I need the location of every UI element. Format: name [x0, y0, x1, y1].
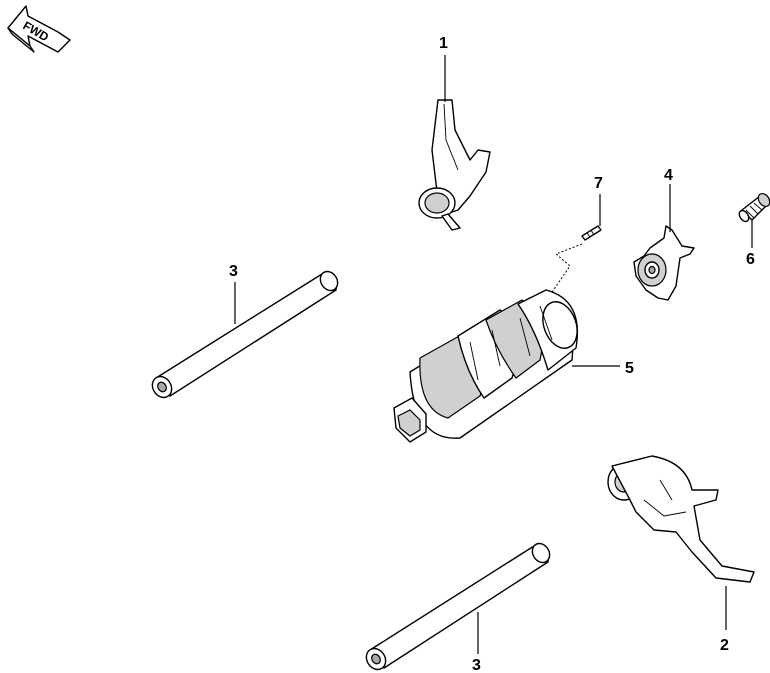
pin-to-drum-dotted-line	[547, 243, 583, 299]
shift-drum	[393, 289, 578, 443]
callout-7: 7	[594, 175, 603, 192]
callout-6: 6	[746, 251, 755, 268]
fwd-arrow-icon: FWD	[7, 5, 71, 53]
callout-3-upper: 3	[229, 263, 238, 280]
fork-shaft-upper	[151, 270, 339, 399]
shift-fork-upper	[418, 99, 491, 231]
bolt	[738, 192, 770, 223]
callout-1: 1	[439, 35, 448, 52]
shift-drum-cam	[633, 225, 695, 301]
leader-lines	[234, 55, 753, 654]
fork-shaft-lower	[365, 542, 551, 671]
pin	[581, 225, 602, 241]
callout-4: 4	[664, 167, 673, 184]
callout-2: 2	[720, 637, 729, 654]
callout-5: 5	[625, 360, 634, 377]
shift-fork-lower	[607, 455, 755, 583]
callout-3-lower: 3	[472, 657, 481, 673]
